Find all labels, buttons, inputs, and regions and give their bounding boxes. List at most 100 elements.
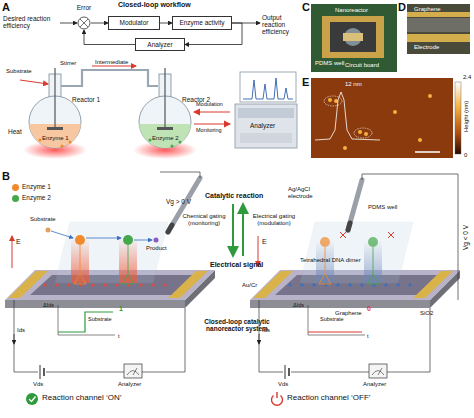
analyzer-instrument <box>235 72 297 148</box>
gating-loop-arrows-part <box>232 204 234 256</box>
annotation-label: Closed-loop workflow <box>118 1 191 9</box>
annotation-label: 0 <box>367 305 371 313</box>
flow-arrow <box>160 23 172 24</box>
reactor-flask-part <box>54 68 55 128</box>
device-slab-part-part <box>288 283 291 286</box>
annotation-label: 2.4 <box>463 74 471 81</box>
measurement-circuit-part <box>285 365 286 379</box>
transfer-tube <box>61 66 158 86</box>
device-slab-part-part <box>300 283 303 286</box>
modulation-arrows-part <box>194 111 230 112</box>
annotation-label: Reaction channel ‘OFF’ <box>287 394 371 403</box>
device-photo-part <box>344 28 362 46</box>
device-slab-part <box>43 283 166 286</box>
annotation-label: Closed-loop catalytic nanoreactor system <box>187 318 287 332</box>
reactor-flask-part <box>179 141 182 144</box>
afm-image-part <box>415 151 440 153</box>
node-text: Analyzer <box>147 41 172 48</box>
measurement-circuit-part <box>283 365 291 379</box>
annotation-label: 0 <box>464 152 467 159</box>
node-text: Enzyme activity <box>179 19 224 26</box>
legend-text: Enzyme 1 <box>22 183 51 190</box>
device-slab-part <box>413 271 453 298</box>
node-text: Modulator <box>120 19 149 26</box>
annotation-label: Reactor 1 <box>72 96 100 103</box>
measurement-circuit-part <box>372 368 384 375</box>
annotation-label: Height (nm) <box>463 101 470 132</box>
panel-letter: C <box>302 1 310 13</box>
micrograph-part <box>407 4 470 54</box>
device-slab-part <box>46 228 51 233</box>
device-slab-part-part <box>348 283 351 286</box>
annotation-label: Graphene <box>414 6 441 13</box>
measurement-circuit-part <box>43 368 45 376</box>
device-photo-part <box>322 16 384 58</box>
device-slab-part <box>250 300 430 308</box>
device-slab-part <box>319 247 331 284</box>
reactor-flask-part <box>149 139 152 142</box>
reactor-flask-part <box>135 124 197 154</box>
device-slab-part <box>288 283 411 286</box>
annotation-label: Vg < 0 V <box>462 225 469 250</box>
analyzer-instrument-part <box>240 72 296 102</box>
transfer-tube-part <box>92 66 136 67</box>
device-slab-part <box>348 223 350 230</box>
annotation-label: PDMS well <box>315 60 344 67</box>
device-slab-part-part <box>396 283 399 286</box>
measurement-circuit-part <box>276 392 277 398</box>
device-slab-part-part <box>408 283 411 286</box>
annotation-label: Ids <box>262 327 270 334</box>
flow-arrow <box>84 30 135 45</box>
afm-image-part <box>354 128 372 138</box>
device-slab-part <box>253 271 293 298</box>
annotation-label: t <box>367 333 369 339</box>
annotation-label: Substrate <box>30 216 56 223</box>
annotation-label: Ag/AgCl electrode <box>288 186 332 199</box>
annotation-label: 1 <box>119 305 123 313</box>
measurement-circuit-part <box>29 397 36 402</box>
annotation-label: Stirrer <box>60 60 76 67</box>
annotation-label: Analyzer <box>363 381 386 388</box>
workflow-arrows-part <box>232 23 260 24</box>
reactor-flask-part <box>164 68 165 128</box>
annotation-label: ΔIds <box>43 302 54 308</box>
reactor-flask-part <box>61 145 64 148</box>
measurement-circuit-part <box>124 364 142 378</box>
reactor-flask-part <box>69 141 72 144</box>
annotation-label: Reaction channel ‘ON’ <box>42 394 122 403</box>
annotation-label: Analyzer <box>118 381 141 388</box>
device-slab-part <box>348 180 362 230</box>
afm-image-part <box>393 110 397 114</box>
node-text: Error <box>77 4 91 11</box>
measurement-circuit-part <box>308 331 362 332</box>
analyzer-instrument-part <box>240 133 292 143</box>
measurement-circuit <box>259 300 430 405</box>
afm-image-part <box>315 92 380 140</box>
device-slab-part <box>134 240 152 241</box>
device-slab-part-part <box>336 283 339 286</box>
afm-image-part <box>364 132 368 136</box>
device-slab-part-part <box>139 283 142 286</box>
micrograph-part <box>407 12 470 17</box>
afm-image-part <box>455 82 461 154</box>
modulation-arrows-part <box>194 123 230 124</box>
transfer-tube-part <box>61 70 158 86</box>
reactor-flask <box>20 68 87 159</box>
device-slab-part-part <box>103 283 106 286</box>
measurement-circuit-part <box>58 312 113 332</box>
annotation-label: Substrate <box>320 316 344 322</box>
panel-letter: B <box>2 170 10 182</box>
junction-cross <box>80 19 88 27</box>
annotation-label: E <box>16 238 21 246</box>
reactor-flask-part <box>171 145 174 148</box>
reactor-flask <box>133 68 197 159</box>
device-slab-part <box>75 235 85 245</box>
measurement-circuit-part <box>40 365 41 379</box>
device-slab-part <box>340 232 394 238</box>
legend-swatch <box>12 184 19 191</box>
device-slab-part-part <box>115 283 118 286</box>
device-slab-part <box>123 235 133 245</box>
device-photo-part <box>343 33 363 41</box>
junction-symbol <box>77 16 91 30</box>
